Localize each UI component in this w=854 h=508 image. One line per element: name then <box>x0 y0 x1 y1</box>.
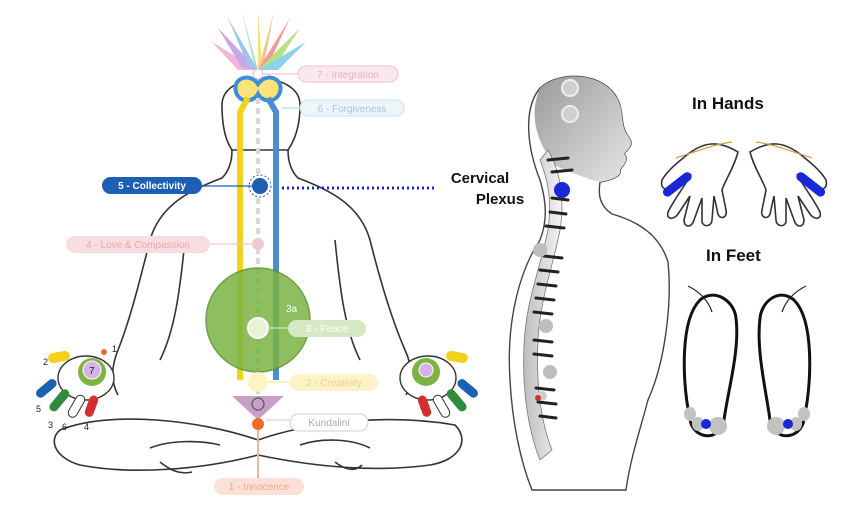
chakra-3-dot <box>247 317 269 339</box>
chakra-2-dot <box>248 372 268 392</box>
svg-text:6 - Forgiveness: 6 - Forgiveness <box>318 104 387 115</box>
left-foot-toe-highlight <box>701 419 711 429</box>
plexus-label-line2: Plexus <box>476 191 524 208</box>
right-hand <box>399 350 478 418</box>
in-hands-heading: In Hands <box>692 94 764 113</box>
svg-text:4 - Love & Compassion: 4 - Love & Compassion <box>86 240 190 251</box>
svg-text:7 - Integration: 7 - Integration <box>317 70 379 81</box>
finger-number-6: 6 <box>62 422 67 432</box>
finger-number-4: 4 <box>84 422 89 432</box>
finger-number-2: 2 <box>43 357 48 367</box>
finger-number-1: 1 <box>112 344 117 354</box>
svg-text:3 - Peace: 3 - Peace <box>306 324 349 335</box>
label-collectivity: 5 - Collectivity <box>102 177 202 194</box>
plexus-label-line1: Cervical <box>451 170 509 187</box>
profile-figure <box>508 75 670 491</box>
left-hand <box>36 349 115 418</box>
svg-text:1 - Innocence: 1 - Innocence <box>229 482 290 493</box>
cervical-plexus-dot <box>554 182 570 198</box>
hands-diagram <box>660 141 828 227</box>
svg-text:Kundalini: Kundalini <box>308 418 349 429</box>
label-forgiveness: 6 - Forgiveness <box>299 99 405 117</box>
feet-diagram <box>682 285 812 438</box>
finger-number-3: 3 <box>48 420 53 430</box>
left-finger-red <box>84 395 99 417</box>
label-peace: 3 - Peace <box>288 320 366 337</box>
label-love: 4 - Love & Compassion <box>66 236 210 253</box>
left-finger-yellow <box>48 350 70 364</box>
void-label: 3a <box>286 304 298 315</box>
chakra-5-dot <box>252 178 268 194</box>
label-innocence: 1 - Innocence <box>214 478 304 495</box>
chakra-1-dot <box>252 418 264 430</box>
left-finger-green <box>49 389 70 412</box>
in-feet-heading: In Feet <box>706 246 761 265</box>
left-finger-blue <box>36 379 57 398</box>
svg-text:5 - Collectivity: 5 - Collectivity <box>118 181 186 192</box>
left-finger-white <box>67 394 86 418</box>
kundalini-triangle <box>232 396 284 420</box>
crown-petals <box>212 10 306 70</box>
forgiveness-chakra <box>233 75 283 103</box>
label-kundalini: Kundalini <box>289 413 369 432</box>
left-thumb-dot <box>101 349 107 355</box>
svg-text:2 - Creativity: 2 - Creativity <box>306 378 362 389</box>
chakra-7-dot <box>252 68 264 80</box>
finger-number-7: 7 <box>89 366 95 377</box>
finger-number-5: 5 <box>36 404 41 414</box>
label-integration: 7 - Integration <box>297 65 399 83</box>
right-foot-toe-highlight <box>783 419 793 429</box>
meditating-figure <box>53 78 463 474</box>
right-hand-finger-highlight <box>796 172 826 197</box>
label-creativity: 2 - Creativity <box>290 374 378 391</box>
chakra-4-dot <box>252 238 264 250</box>
kundalini-coil <box>251 397 265 411</box>
left-hand-finger-highlight <box>662 172 692 197</box>
chakra-5-ring <box>248 174 272 198</box>
